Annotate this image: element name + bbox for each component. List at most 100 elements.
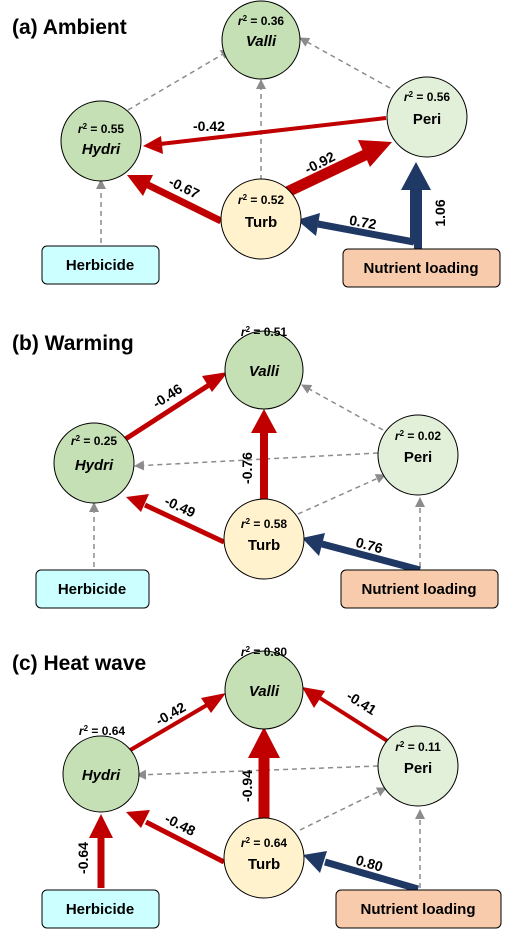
node-name: Valli xyxy=(246,33,277,50)
driver-label: Herbicide xyxy=(66,257,134,274)
node-turb: r2 = 0.58 Turb xyxy=(223,498,305,580)
node-name: Peri xyxy=(404,760,432,777)
driver-label: Herbicide xyxy=(66,901,134,918)
driver-herbicide: Herbicide xyxy=(41,889,160,929)
node-name: Peri xyxy=(413,111,441,128)
node-name: Hydri xyxy=(82,767,121,784)
node-name: Turb xyxy=(245,214,277,231)
path-arrowhead-turb-hydri xyxy=(126,810,150,828)
path-arrow-turb-hydri xyxy=(146,181,223,225)
node-hydri-r2: r2 = 0.64 xyxy=(79,724,125,738)
driver-label: Nutrient loading xyxy=(361,901,476,918)
node-peri: r2 = 0.11 Peri xyxy=(377,725,459,807)
path-arrow-turb-peri xyxy=(282,150,368,198)
panel-b: (b) Warming -0.46 -0.76 -0.49 0.76 Valli… xyxy=(12,325,499,609)
node-turb: r2 = 0.64 Turb xyxy=(223,817,305,899)
driver-label: Nutrient loading xyxy=(362,581,477,598)
path-arrow-nutrient-turb xyxy=(317,220,415,246)
node-valli: r2 = 0.36 Valli xyxy=(221,0,301,80)
node-name: Valli xyxy=(249,683,280,700)
node-r2: r2 = 0.11 xyxy=(395,740,441,754)
path-arrowhead-turb-hydri xyxy=(126,494,149,512)
node-name: Turb xyxy=(248,856,280,873)
path-label-nutrient-peri: 1.06 xyxy=(432,199,448,226)
dashed-path-peri-valli xyxy=(299,37,391,89)
driver-nutrient-loading: Nutrient loading xyxy=(342,248,501,288)
driver-label: Nutrient loading xyxy=(364,260,479,277)
dashed-path-peri-hydri xyxy=(136,765,379,780)
path-arrowhead-herbicide-hydri xyxy=(89,814,113,838)
path-label-peri-valli: -0.41 xyxy=(344,688,380,719)
path-arrows xyxy=(127,116,431,250)
node-valli: Valli xyxy=(224,330,304,410)
dashed-paths xyxy=(96,37,391,243)
path-arrows xyxy=(122,372,421,574)
path-label-turb-valli: -0.76 xyxy=(239,452,255,484)
dashed-paths xyxy=(136,765,425,888)
driver-herbicide: Herbicide xyxy=(35,569,150,609)
node-r2: r2 = 0.52 xyxy=(238,193,284,207)
dashed-path-turb-peri xyxy=(299,787,387,831)
path-arrowhead-turb-peri xyxy=(358,140,392,167)
path-arrowhead-turb-hydri xyxy=(127,175,153,196)
node-hydri: Hydri xyxy=(62,735,140,813)
node-name: Valli xyxy=(249,363,280,380)
node-name: Hydri xyxy=(82,141,121,158)
node-turb: r2 = 0.52 Turb xyxy=(220,178,302,260)
node-r2: r2 = 0.56 xyxy=(404,90,450,104)
panel-title: (a) Ambient xyxy=(12,16,127,39)
node-peri: r2 = 0.02 Peri xyxy=(377,414,459,496)
driver-label: Herbicide xyxy=(58,581,126,598)
panel-a: (a) Ambient -0.42 -0.67 -0.92 0.72 1.06 xyxy=(12,0,501,288)
node-valli: Valli xyxy=(224,650,304,730)
node-r2: r2 = 0.36 xyxy=(238,14,284,28)
path-label-nutrient-turb: 0.76 xyxy=(354,534,385,557)
path-arrow-peri-valli xyxy=(318,696,391,744)
driver-herbicide: Herbicide xyxy=(41,245,160,285)
node-peri: r2 = 0.56 Peri xyxy=(386,76,468,158)
driver-nutrient-loading: Nutrient loading xyxy=(335,889,502,929)
dashed-path-hydri-valli xyxy=(127,49,231,111)
path-arrow-nutrient-turb xyxy=(321,540,421,574)
panel-title: (c) Heat wave xyxy=(12,652,146,675)
node-r2: r2 = 0.25 xyxy=(71,434,117,448)
path-arrowhead-nutrient-turb xyxy=(303,851,327,873)
path-arrowhead-hydri-valli xyxy=(202,372,228,392)
path-label-herbicide-hydri: -0.64 xyxy=(75,842,91,874)
path-arrowhead-nutrient-peri xyxy=(401,162,431,190)
panel-c: (c) Heat wave -0.42 -0.41 -0.94 -0.48 -0… xyxy=(12,645,502,929)
node-hydri: r2 = 0.55 Hydri xyxy=(60,100,142,182)
node-r2: r2 = 0.64 xyxy=(241,836,287,850)
path-arrowhead-peri-valli xyxy=(302,687,325,708)
node-hydri: r2 = 0.25 Hydri xyxy=(53,422,135,504)
path-arrowhead-nutrient-turb xyxy=(297,213,320,236)
node-r2: r2 = 0.02 xyxy=(395,429,441,443)
node-r2: r2 = 0.55 xyxy=(78,122,124,136)
path-label-nutrient-turb: 0.72 xyxy=(348,212,378,233)
path-label-nutrient-turb: 0.80 xyxy=(354,852,385,875)
dashed-path-turb-peri xyxy=(297,474,386,515)
dashed-path-peri-hydri xyxy=(134,452,379,471)
node-name: Hydri xyxy=(75,457,114,474)
path-arrows xyxy=(89,687,419,893)
dashed-paths xyxy=(89,384,425,567)
path-label-turb-valli: -0.94 xyxy=(239,770,255,802)
node-valli-r2: r2 = 0.51 xyxy=(241,325,287,339)
path-arrowhead-turb-valli xyxy=(248,727,280,758)
panel-title: (b) Warming xyxy=(12,332,134,355)
path-arrow-turb-hydri xyxy=(144,819,226,865)
path-arrowhead-nutrient-turb xyxy=(302,533,325,556)
path-arrow-turb-hydri xyxy=(143,502,226,545)
path-arrowhead-hydri-valli xyxy=(201,693,226,713)
path-label-peri-hydri: -0.42 xyxy=(193,118,225,134)
path-arrow-nutrient-turb xyxy=(324,858,419,893)
driver-nutrient-loading: Nutrient loading xyxy=(340,569,499,609)
path-arrowhead-peri-hydri xyxy=(143,136,163,154)
node-valli-r2: r2 = 0.80 xyxy=(241,645,287,659)
node-r2: r2 = 0.58 xyxy=(241,517,287,531)
path-arrow-hydri-valli xyxy=(122,382,211,443)
node-name: Turb xyxy=(248,537,280,554)
path-arrow-peri-hydri xyxy=(159,116,387,146)
path-arrow-nutrient-peri xyxy=(410,186,422,250)
